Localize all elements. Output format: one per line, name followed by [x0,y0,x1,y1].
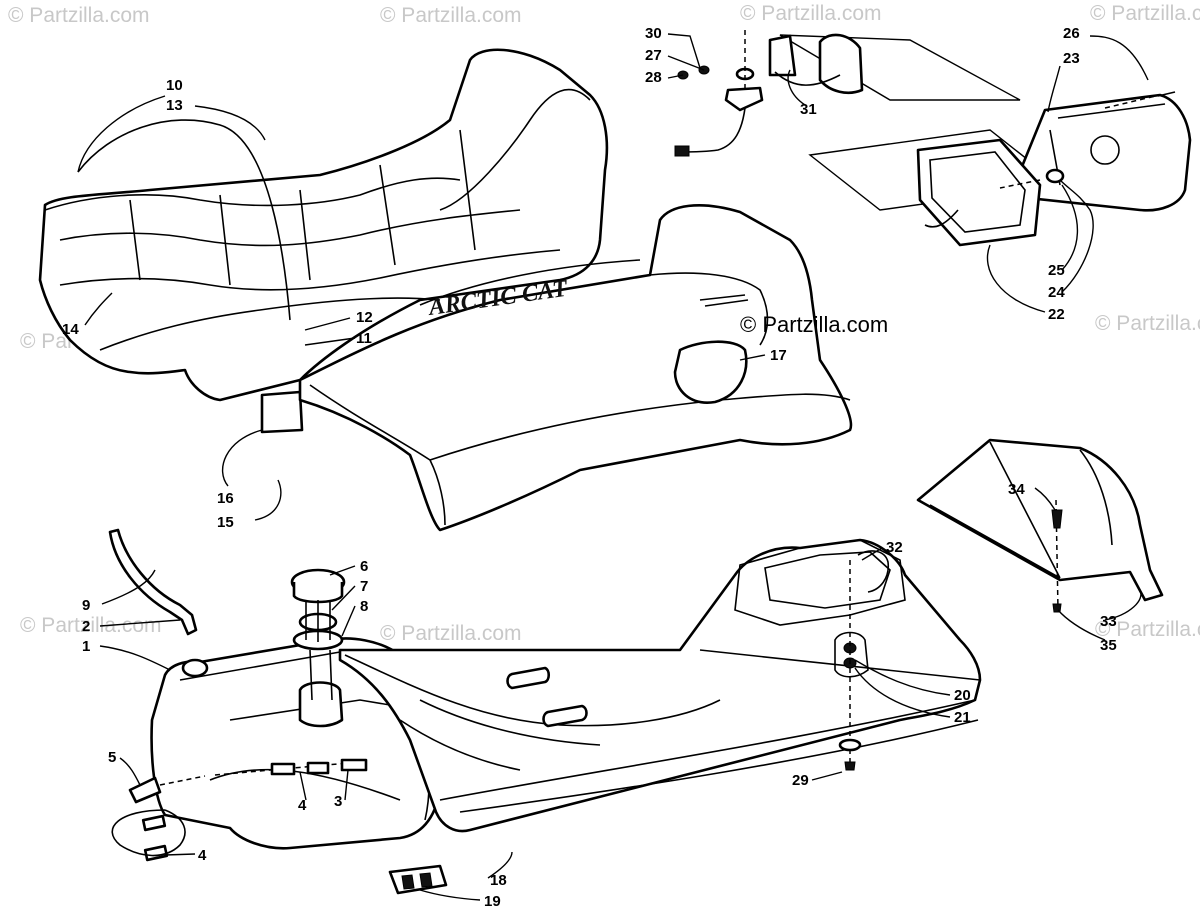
watermark: © Partzilla.com [740,2,882,25]
callout-label: 18 [490,872,507,889]
callout-label: 24 [1048,284,1065,301]
callout-label: 29 [792,772,809,789]
callout-label: 35 [1100,637,1117,654]
callout-label: 4 [198,847,207,864]
callout-label: 7 [360,578,368,595]
watermark: © Partzilla.com [1095,312,1200,335]
callout-label: 1 [82,638,90,655]
callout-label: 10 [166,77,183,94]
callout-label: 23 [1063,50,1080,67]
callout-label: 3 [334,793,342,810]
taillight-assembly [674,30,1192,247]
callout-label: 9 [82,597,90,614]
callout-label: 33 [1100,613,1117,630]
callout-label: 15 [217,514,234,531]
callout-label: 6 [360,558,368,575]
watermark: © Partzilla.com [1095,618,1200,641]
leader-lines [77,33,1149,901]
callout-label: 25 [1048,262,1065,279]
seat-assembly [38,48,609,434]
rear-bracket [916,438,1164,613]
callout-label: 22 [1048,306,1065,323]
watermark: © Partzilla.com [20,614,162,637]
watermark: © Partzilla.com [8,4,150,27]
callout-label: 5 [108,749,116,766]
callout-label: 4 [298,797,307,814]
callout-label: 14 [62,321,79,338]
callout-label: 20 [954,687,971,704]
callout-label: 30 [645,25,662,42]
watermark: © Partzilla.com [380,622,522,645]
callout-label: 27 [645,47,662,64]
callout-label: 19 [484,893,501,910]
callout-label: 17 [770,347,787,364]
callout-label: 26 [1063,25,1080,42]
callout-label: 32 [886,539,903,556]
watermark: © Partzilla.com [1090,2,1200,25]
callout-label: 34 [1008,481,1025,498]
watermark: © Partzilla.com [380,4,522,27]
fuel-tank [108,528,449,895]
chassis-tunnel [338,538,982,833]
callout-label: 16 [217,490,234,507]
partzilla-credit: © Partzilla.com [740,312,888,337]
hood-cowl: ARCTIC CAT [298,204,853,532]
callout-label: 28 [645,69,662,86]
callout-label: 8 [360,598,368,615]
callout-label: 31 [800,101,817,118]
callout-label: 2 [82,618,90,635]
callout-labels: 10 13 14 12 11 16 15 17 30 27 28 31 26 2… [62,25,1117,910]
callout-label: 11 [356,330,372,347]
callout-label: 12 [356,309,373,326]
callout-label: 13 [166,97,183,114]
callout-label: 21 [954,709,971,726]
